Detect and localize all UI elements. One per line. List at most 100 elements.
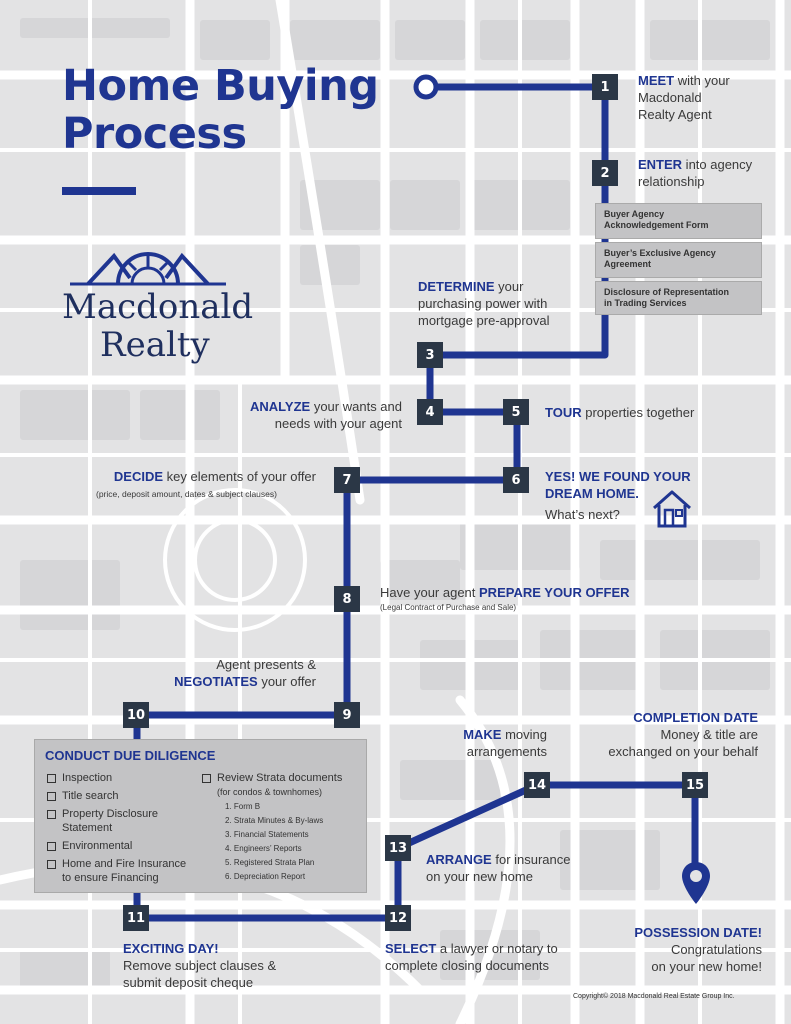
step-9-rest: your offer [257,674,316,689]
due-diligence-item-4: Environmental [47,839,132,853]
step-marker-12: 12 [385,905,411,931]
step-5-keyword: TOUR [545,405,582,420]
agency-doc-1-line2: Acknowledgement Form [604,220,709,230]
possession-keyword: POSSESSION DATE! [634,925,762,940]
route-start-circle [413,74,439,100]
step-9-keyword: NEGOTIATES [174,674,258,689]
step-14-text: MAKE moving arrangements [420,726,547,760]
step-9-line1: Agent presents & [216,657,316,672]
step-marker-14: 14 [524,772,550,798]
step-13-keyword: ARRANGE [426,852,492,867]
possession-line2: Congratulations [670,942,762,957]
step-marker-5: 5 [503,399,529,425]
agency-doc-3-line2: in Trading Services [604,298,687,308]
agency-doc-2: Buyer’s Exclusive Agency Agreement [595,242,762,278]
step-4-line2: needs with your agent [274,416,402,431]
due-diligence-item-2: Title search [47,789,118,803]
step-14-keyword: MAKE [463,727,502,742]
step-12-text: SELECT a lawyer or notary to complete cl… [385,940,558,974]
step-12-rest: a lawyer or notary to [436,941,558,956]
step-14-rest: moving [501,727,547,742]
step-15-text: COMPLETION DATE Money & title are exchan… [560,709,758,760]
step-11-line3: submit deposit cheque [123,975,254,990]
strata-doc-1: 1. Form B [225,802,261,811]
brand-name-line2: Realty [100,325,210,365]
checkbox-icon [47,774,56,783]
step-6-heading-line1: YES! WE FOUND YOUR [545,469,691,484]
step-8-note: (Legal Contract of Purchase and Sale) [380,603,517,612]
copyright-text: Copyright© 2018 Macdonald Real Estate Gr… [573,993,735,1000]
step-3-rest: your [494,279,524,294]
possession-line3: on your new home! [651,959,762,974]
step-1-keyword: MEET [638,73,675,88]
step-6-line3: What’s next? [545,507,620,522]
due-diligence-item-1: Inspection [47,771,112,785]
step-2-rest: into agency [682,157,753,172]
due-diligence-item-4-label: Environmental [62,840,133,852]
step-11-keyword: EXCITING DAY! [123,941,219,956]
step-1-text: MEET with your Macdonald Realty Agent [638,72,730,123]
step-marker-8: 8 [334,586,360,612]
title-underline [62,187,136,195]
step-7-note: (price, deposit amount, dates & subject … [96,489,277,499]
step-marker-7: 7 [334,467,360,493]
step-2-text: ENTER into agency relationship [638,156,752,190]
due-diligence-item-3-label: Property Disclosure [62,808,158,820]
step-3-line3: mortgage pre-approval [418,313,550,328]
step-1-line3: Realty Agent [638,107,712,122]
step-11-line2: Remove subject clauses & [123,958,277,973]
step-marker-3: 3 [417,342,443,368]
step-marker-13: 13 [385,835,411,861]
step-marker-11: 11 [123,905,149,931]
step-11-text: EXCITING DAY! Remove subject clauses & s… [123,940,276,991]
step-2-keyword: ENTER [638,157,683,172]
step-6-text: YES! WE FOUND YOUR DREAM HOME. What’s ne… [545,468,691,523]
agency-doc-2-line1: Buyer’s Exclusive Agency [604,248,716,258]
step-15-keyword: COMPLETION DATE [633,710,758,725]
step-5-text: TOUR properties together [545,404,694,421]
step-6-heading-line2: DREAM HOME. [545,486,639,501]
step-marker-2: 2 [592,160,618,186]
strata-doc-6: 6. Depreciation Report [225,872,306,881]
step-13-text: ARRANGE for insurance on your new home [426,851,571,885]
possession-text: POSSESSION DATE! Congratulations on your… [600,924,762,975]
step-15-line2: Money & title are [660,727,758,742]
step-7-rest: key elements of your offer [163,469,316,484]
step-8-text: Have your agent PREPARE YOUR OFFER [380,584,630,601]
step-14-line2: arrangements [466,744,547,759]
step-5-rest: properties together [581,405,695,420]
location-pin-icon [682,862,710,904]
due-diligence-strata: Review Strata documents(for condos & tow… [202,771,342,799]
checkbox-icon [47,792,56,801]
due-diligence-item-5-label: Home and Fire Insurance [62,858,187,870]
agency-doc-1: Buyer Agency Acknowledgement Form [595,203,762,239]
step-8-keyword: PREPARE YOUR OFFER [479,585,630,600]
checkbox-icon [202,774,211,783]
step-marker-15: 15 [682,772,708,798]
step-13-line2: on your new home [426,869,533,884]
step-9-text: Agent presents & NEGOTIATES your offer [130,656,316,690]
agency-doc-3-line1: Disclosure of Representation [604,287,730,297]
due-diligence-item-2-label: Title search [62,790,119,802]
step-marker-1: 1 [592,74,618,100]
step-1-line2: Macdonald [638,90,702,105]
strata-doc-list: 1. Form B 2. Strata Minutes & By-laws 3.… [225,800,323,884]
due-diligence-strata-note: (for condos & townhomes) [217,787,323,797]
due-diligence-item-3-line2: Statement [62,822,113,834]
step-12-line2: complete closing documents [385,958,550,973]
step-marker-4: 4 [417,399,443,425]
strata-doc-3: 3. Financial Statements [225,830,309,839]
page-title-line1: Home Buying [62,61,379,111]
step-marker-10: 10 [123,702,149,728]
step-13-rest: for insurance [491,852,571,867]
logo-sunrise-icon [70,252,226,286]
step-7-text: DECIDE key elements of your offer [60,468,316,485]
step-7-keyword: DECIDE [113,469,164,484]
step-4-text: ANALYZE your wants and needs with your a… [212,398,402,432]
page-title-line2: Process [62,109,247,159]
step-3-line2: purchasing power with [418,296,548,311]
step-3-keyword: DETERMINE [418,279,495,294]
strata-doc-4: 4. Engineers’ Reports [225,844,302,853]
house-icon [653,490,691,528]
